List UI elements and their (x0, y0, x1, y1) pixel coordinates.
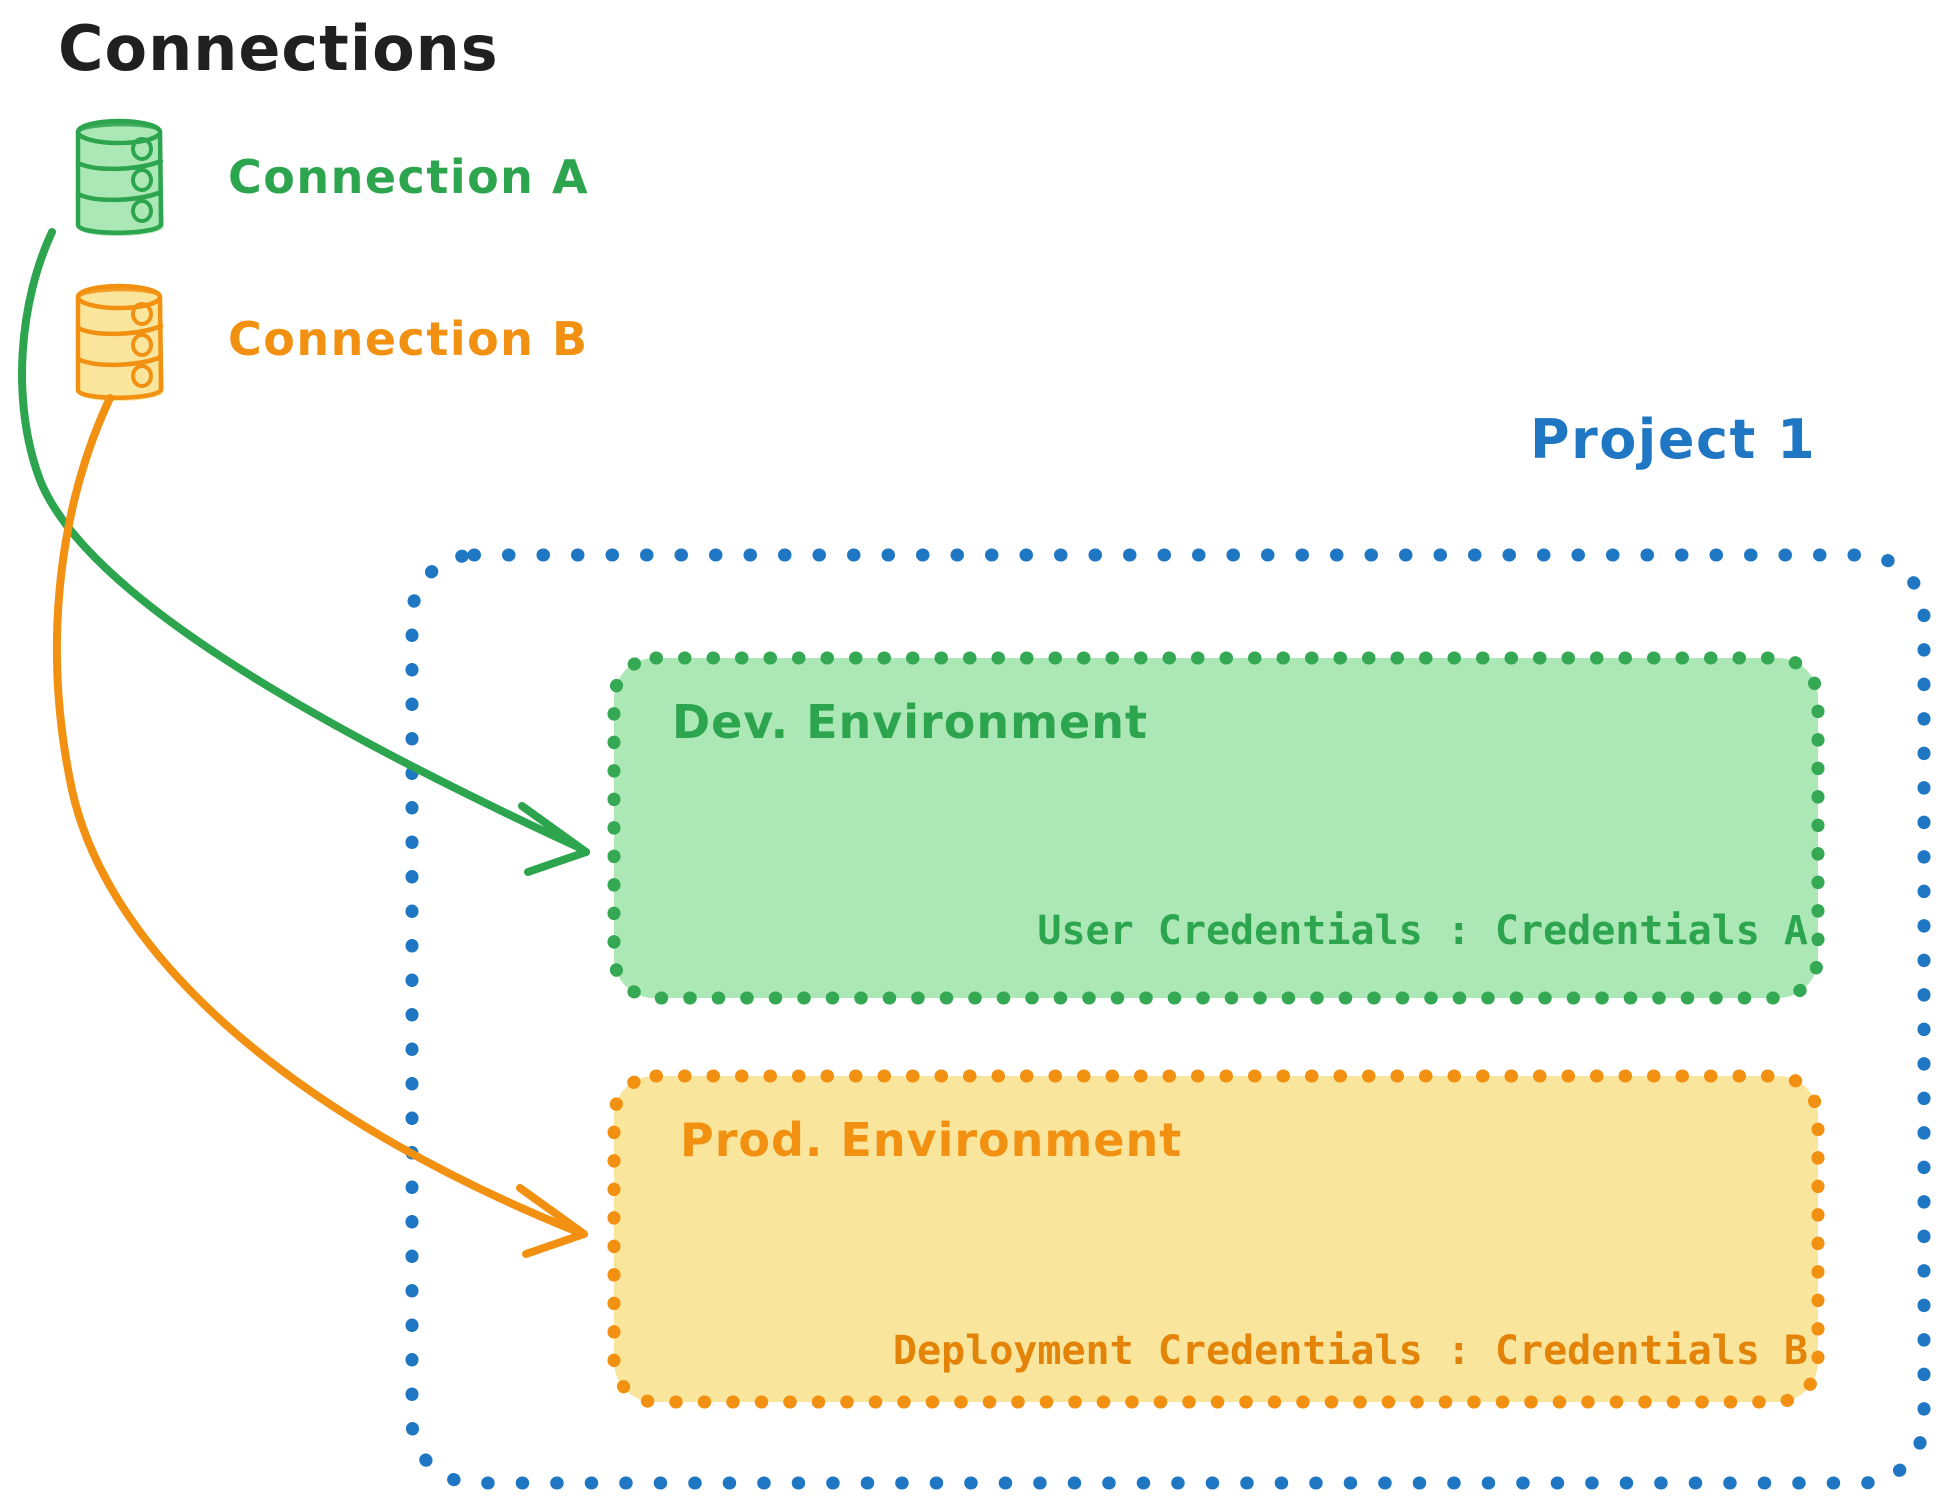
database-cylinder-icon-a[interactable] (60, 110, 200, 250)
arrow-connection-b-to-prod (52, 394, 588, 1258)
database-cylinder-icon-b[interactable] (60, 275, 200, 415)
connection-a-label: Connection A (228, 150, 590, 204)
page-title: Connections (58, 12, 499, 85)
prod-credentials-text: Deployment Credentials : Credentials B (892, 1328, 1808, 1374)
dev-environment-title: Dev. Environment (672, 695, 1148, 749)
project-1-label: Project 1 (1530, 408, 1817, 471)
dev-credentials-text: User Credentials : Credentials A (1037, 908, 1808, 954)
connection-b-label: Connection B (228, 312, 589, 366)
prod-environment-title: Prod. Environment (680, 1113, 1183, 1167)
